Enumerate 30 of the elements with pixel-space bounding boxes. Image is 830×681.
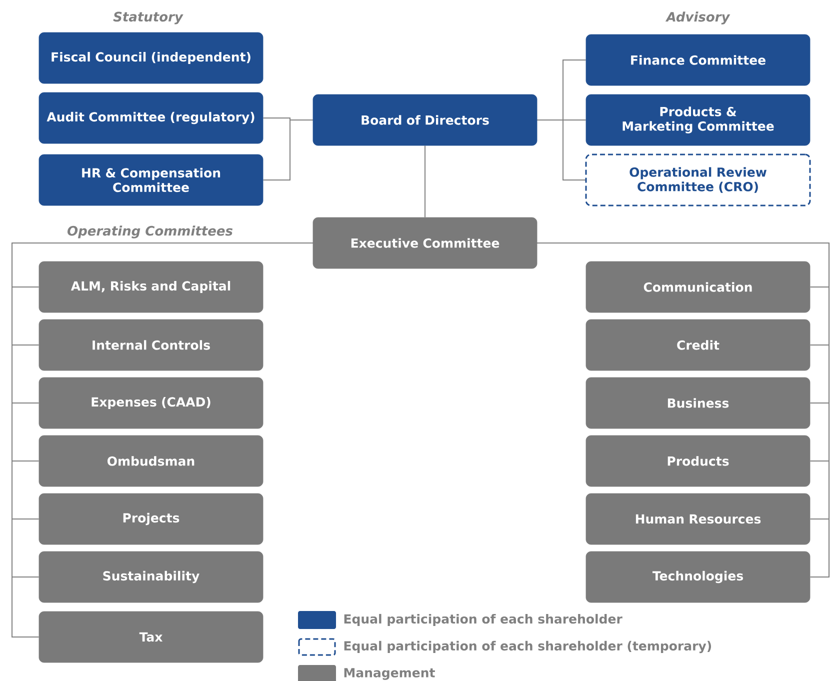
committee-box: Sustainability <box>38 551 264 603</box>
legend-text: Equal participation of each shareholder (temporary) <box>344 640 712 654</box>
connector-line <box>536 242 830 578</box>
legend-text: Management <box>344 668 435 680</box>
committee-box: Internal Controls <box>38 319 264 371</box>
committee-box: Operational Review Committee (CRO) <box>585 154 811 206</box>
connector-line <box>262 120 314 180</box>
committee-box: Technologies <box>586 551 810 603</box>
committee-box: ALM, Risks and Capital <box>38 261 264 313</box>
connector-line <box>536 120 586 180</box>
connector-line <box>424 145 426 218</box>
committee-box: Ombudsman <box>38 435 264 487</box>
committee-box: Fiscal Council (independent) <box>38 32 264 84</box>
committee-box: Executive Committee <box>312 217 538 269</box>
committee-box: Finance Committee <box>586 34 810 86</box>
committee-box: Tax <box>38 611 264 663</box>
committee-box: Products & Marketing Committee <box>586 94 810 146</box>
connector-line <box>12 242 314 638</box>
legend-text: Equal participation of each shareholder <box>344 614 622 626</box>
committee-box: Human Resources <box>586 493 810 545</box>
committee-box: Audit Committee (regulatory) <box>38 92 264 144</box>
committee-box: Expenses (CAAD) <box>38 377 264 429</box>
committee-box: HR & Compensation Committee <box>38 154 264 206</box>
committee-box: Board of Directors <box>312 94 538 146</box>
group-heading: Operating Committees <box>66 224 234 240</box>
committee-box: Products <box>586 435 810 487</box>
committee-box: Business <box>586 377 810 429</box>
committee-box: Credit <box>586 319 810 371</box>
committee-box: Communication <box>586 261 810 313</box>
committee-box: Projects <box>38 493 264 545</box>
